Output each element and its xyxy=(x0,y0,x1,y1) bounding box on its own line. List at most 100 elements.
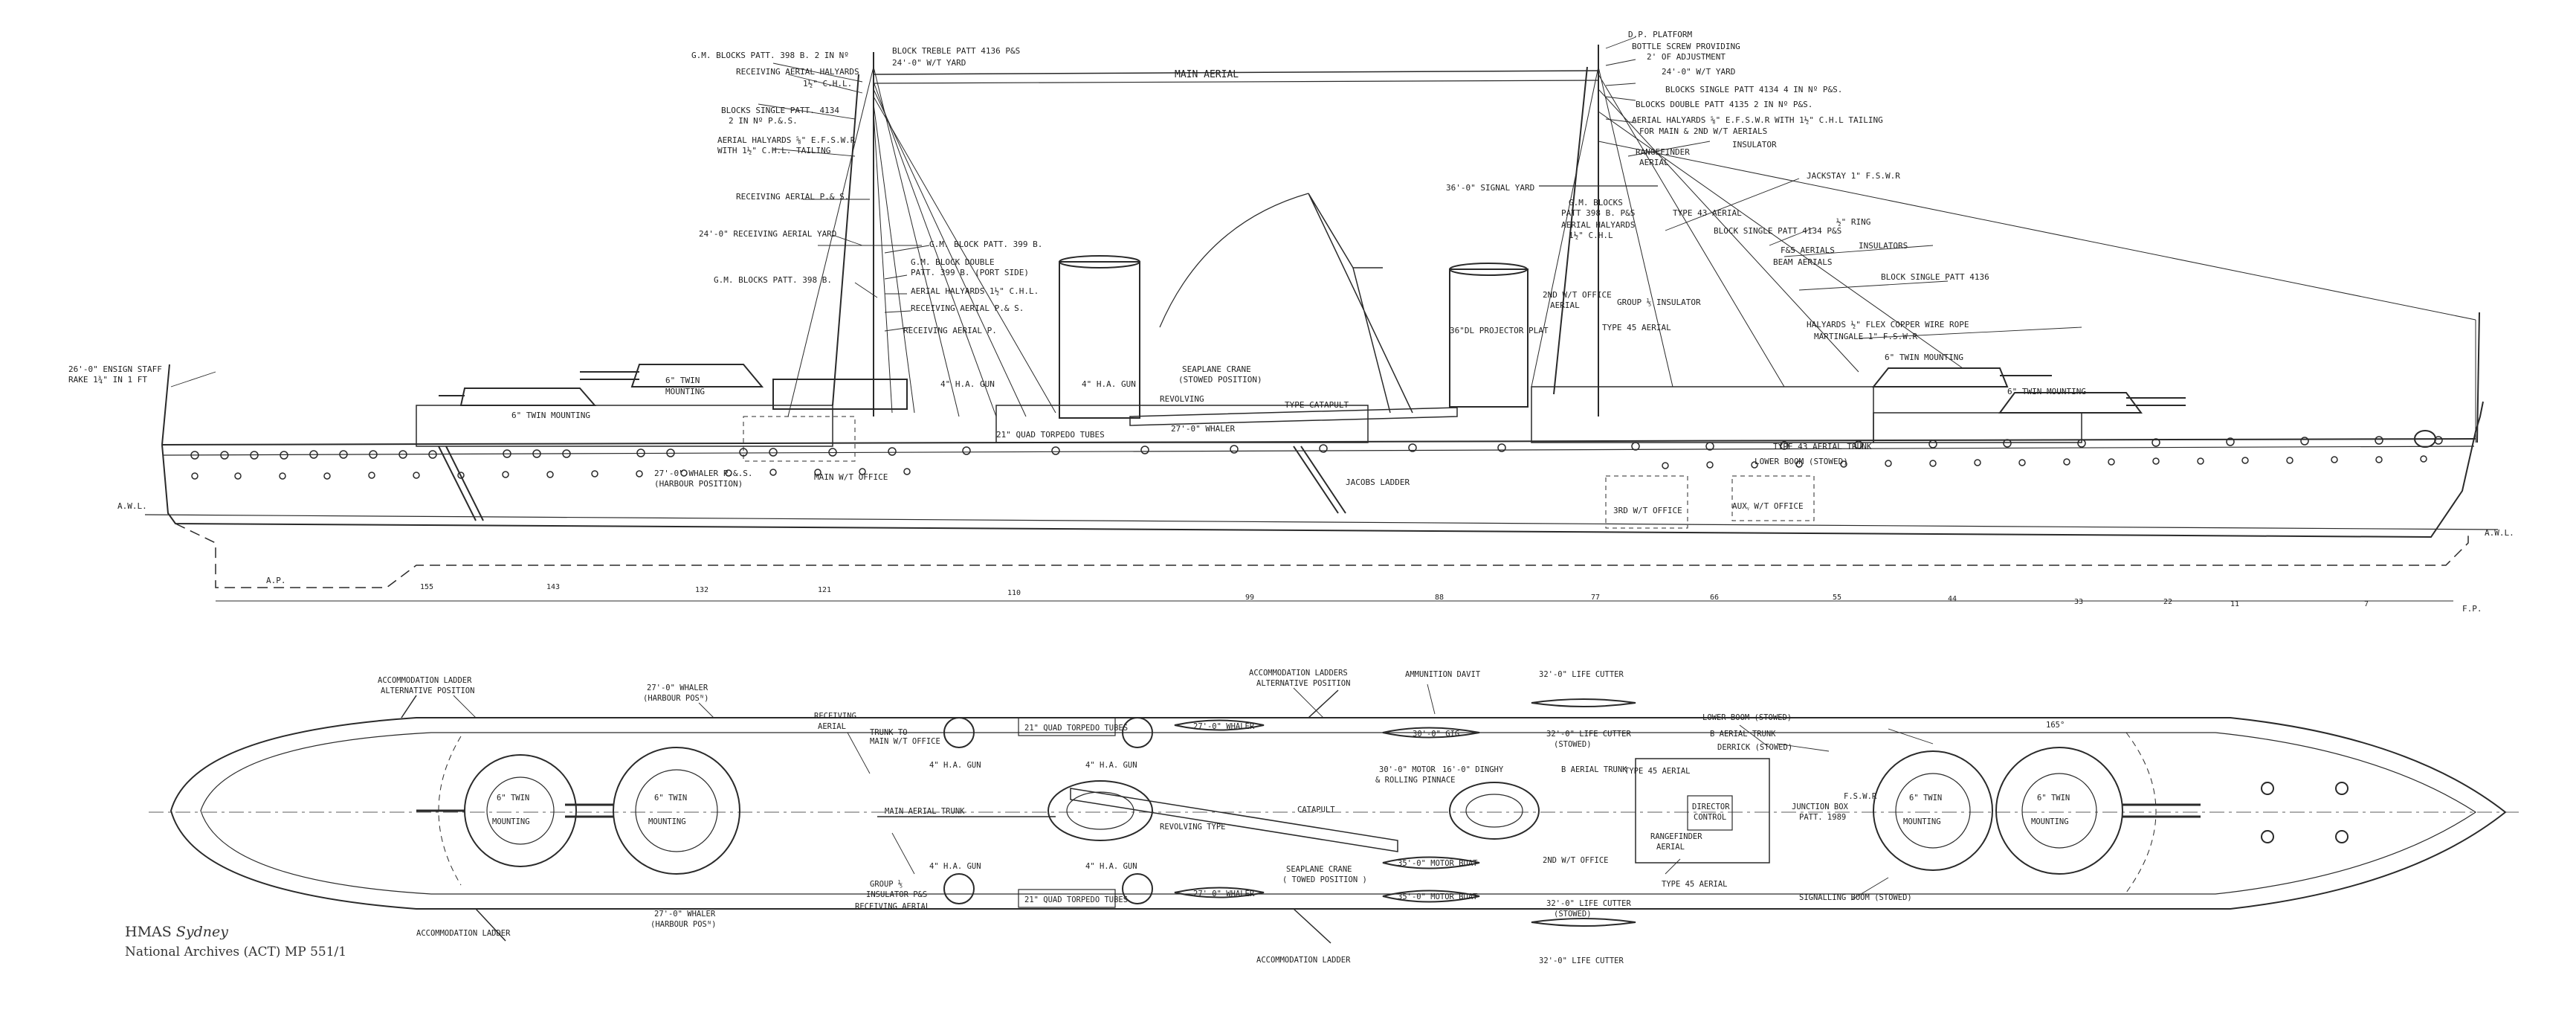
label-aerial-halyards-fwd-2: AERIAL HALYARDS xyxy=(1561,220,1635,230)
turret-a-plan xyxy=(1995,747,2123,875)
label-aerial-halyards-chl: AERIAL HALYARDS 1½" C.H.L. xyxy=(911,286,1039,296)
label-accommodation-ladder: ACCOMMODATION LADDER xyxy=(416,929,511,938)
label-life-cutter-stowed: 32'-0" LIFE CUTTER xyxy=(1546,730,1631,739)
label-rangefinder: RANGEFINDER xyxy=(1636,147,1690,157)
label-block-single-ps: BLOCK SINGLE PATT 4134 P&S xyxy=(1714,226,1841,236)
label-torpedo-tubes-plan: 21" QUAD TORPEDO TUBES xyxy=(1024,724,1128,733)
label-aerial-halyards-efswr: AERIAL HALYARDS ⅝" E.F.S.W.R xyxy=(717,135,856,145)
label-ha-gun-plan-2: 4" H.A. GUN xyxy=(1085,761,1137,770)
label-type-catapult: TYPE CATAPULT xyxy=(1285,400,1349,410)
capstan-4 xyxy=(2335,830,2349,843)
label-mounting-a: MOUNTING xyxy=(2031,817,2069,826)
frame-number: 77 xyxy=(1591,594,1600,602)
label-type-45-aerial-plan: TYPE 45 AERIAL xyxy=(1624,767,1691,776)
deck-inner-outline xyxy=(200,732,2477,895)
turret-a-arc xyxy=(2125,732,2157,893)
label-rangefinder-plan-2: AERIAL xyxy=(1656,843,1685,852)
plan-text: ACCOMMODATION LADDER ALTERNATIVE POSITIO… xyxy=(378,669,2070,965)
frame-number: 66 xyxy=(1710,594,1719,602)
bridge-plan xyxy=(1635,758,1770,864)
label-ha-gun-plan-3: 4" H.A. GUN xyxy=(929,862,981,871)
label-aerial-halyards-tailing: WITH 1½" C.H.L. TAILING xyxy=(717,146,830,155)
label-ha-gun-plan-1: 4" H.A. GUN xyxy=(929,761,981,770)
label-gm-blocks-fwd: G.M. BLOCKS xyxy=(1569,198,1623,208)
label-stowed-position: (STOWED POSITION) xyxy=(1178,375,1262,385)
label-motor-boat: 30'-0" MOTOR xyxy=(1379,765,1436,774)
label-receiving-aerial-ps-2: RECEIVING AERIAL P.& S. xyxy=(911,303,1024,313)
label-gm-blocks-398b: G.M. BLOCKS PATT. 398 B. 2 IN Nº xyxy=(691,51,849,60)
turret-b-plan xyxy=(1873,750,1993,871)
turret-a-ring xyxy=(2021,773,2097,849)
label-stowed-2: (STOWED) xyxy=(1554,910,1592,919)
label-whaler-plan: 27'-0" WHALER xyxy=(1193,722,1255,731)
frame-number: 121 xyxy=(818,586,831,594)
bridge-deckhouse xyxy=(1531,386,1874,443)
main-aerial-2 xyxy=(873,80,1599,84)
frame-number: 143 xyxy=(546,583,560,591)
label-junction-box: JUNCTION BOX xyxy=(1792,803,1849,811)
label-receiving-aerial-halyards: RECEIVING AERIAL HALYARDS xyxy=(736,67,859,77)
label-twin-mounting-b-plan: 6" TWIN xyxy=(1909,794,1942,803)
label-gm-blocks-fwd-2: PATT 398 B. P&S xyxy=(1561,208,1635,218)
catapult-elev xyxy=(1129,407,1458,426)
accommodation-ladder-plan-2 xyxy=(1293,908,1331,944)
label-insulator-ps: INSULATOR P&S xyxy=(866,890,927,899)
label-twin-mounting-6-x: 6" TWIN xyxy=(665,376,700,385)
label-ammunition-davit: AMMUNITION DAVIT xyxy=(1405,670,1481,679)
accommodation-ladder-plan-4 xyxy=(1308,689,1339,718)
label-twin-mounting-a: 6" TWIN MOUNTING xyxy=(2007,387,2086,396)
label-blocks-single-no: 2 IN Nº P.&.S. xyxy=(729,116,798,126)
aft-ladder xyxy=(438,446,477,521)
label-bottle-screw-2: 2' OF ADJUSTMENT xyxy=(1647,52,1726,62)
label-dp-platform: D.P. PLATFORM xyxy=(1628,30,1692,39)
frame-number: 132 xyxy=(695,586,708,594)
upper-deck-line xyxy=(161,438,2476,446)
frame-number: 55 xyxy=(1833,594,1841,602)
label-accommodation-ladders-2: ALTERNATIVE POSITION xyxy=(1256,679,1350,688)
label-signal-yard: 36'-0" SIGNAL YARD xyxy=(1446,183,1534,193)
label-torpedo-tubes: 21" QUAD TORPEDO TUBES xyxy=(996,430,1105,440)
accommodation-ladder-plan-3 xyxy=(401,695,417,718)
capstan-3 xyxy=(2335,782,2349,795)
aft-deckhouse xyxy=(772,379,908,410)
label-receiving: RECEIVING xyxy=(814,712,856,721)
label-ap: A.P. xyxy=(266,576,286,585)
label-type-43-trunk: TYPE 43 AERIAL TRUNK xyxy=(1773,442,1872,451)
director-plan xyxy=(1687,795,1733,831)
label-type-43-aerial: TYPE 43 AERIAL xyxy=(1673,208,1742,218)
label-halyards-flex: HALYARDS ½" FLEX COPPER WIRE ROPE xyxy=(1807,320,1969,329)
third-wt-office-outline xyxy=(1605,475,1688,529)
underwater-profile xyxy=(175,523,2469,588)
fwd-funnel-cap xyxy=(1449,263,1528,276)
label-type-45-aerial: TYPE 45 AERIAL xyxy=(1602,323,1671,332)
label-whaler-harbour-2: 27'-0" WHALER xyxy=(654,910,716,919)
label-whaler-harbour: 27'-0" WHALER xyxy=(647,684,708,692)
label-angle-165: 165° xyxy=(2046,721,2065,730)
portholes xyxy=(190,436,2443,480)
ha-gun-plan-4 xyxy=(1122,873,1153,904)
label-whaler-27-harbour: 27'-0" WHALER P.&.S. xyxy=(654,469,752,478)
label-fs-aerials: F&S AERIALS xyxy=(1781,245,1835,255)
fwd-funnel xyxy=(1449,268,1529,408)
label-signalling-boom: SIGNALLING BOOM (STOWED) xyxy=(1799,893,1912,902)
label-fswr: F.S.W.R xyxy=(1844,792,1877,801)
caption-ship-name: Sydney xyxy=(175,924,228,940)
label-director-control: DIRECTOR xyxy=(1692,803,1730,811)
caption: HMAS Sydney National Archives (ACT) MP 5… xyxy=(125,924,346,959)
elevation-leaders xyxy=(170,36,2082,387)
label-twin-mounting-x: 6" TWIN xyxy=(654,794,687,803)
label-ring: ½" RING xyxy=(1836,217,1870,227)
cutter-bottom xyxy=(1531,918,1636,927)
label-ha-gun-4-fwd: 4" H.A. GUN xyxy=(1082,379,1136,389)
label-block-treble: BLOCK TREBLE PATT 4136 P&S xyxy=(892,46,1020,56)
label-group-insulator: GROUP ⅕ INSULATOR xyxy=(1617,298,1701,307)
label-b-aerial-trunk: B AERIAL TRUNK xyxy=(1561,765,1627,774)
label-jackstay: JACKSTAY 1" F.S.W.R xyxy=(1807,171,1900,181)
label-blocks-single-4134: BLOCKS SINGLE PATT. 4134 xyxy=(721,106,839,115)
label-seaplane-crane: SEAPLANE CRANE xyxy=(1182,364,1251,374)
label-harbour-position: (HARBOUR POSITION) xyxy=(654,479,743,489)
caption-ship-prefix: HMAS xyxy=(125,924,172,940)
motor-boat-1 xyxy=(1382,856,1480,869)
aft-superstructure xyxy=(416,405,833,447)
label-awl-fwd: A.W.L. xyxy=(2485,528,2514,538)
